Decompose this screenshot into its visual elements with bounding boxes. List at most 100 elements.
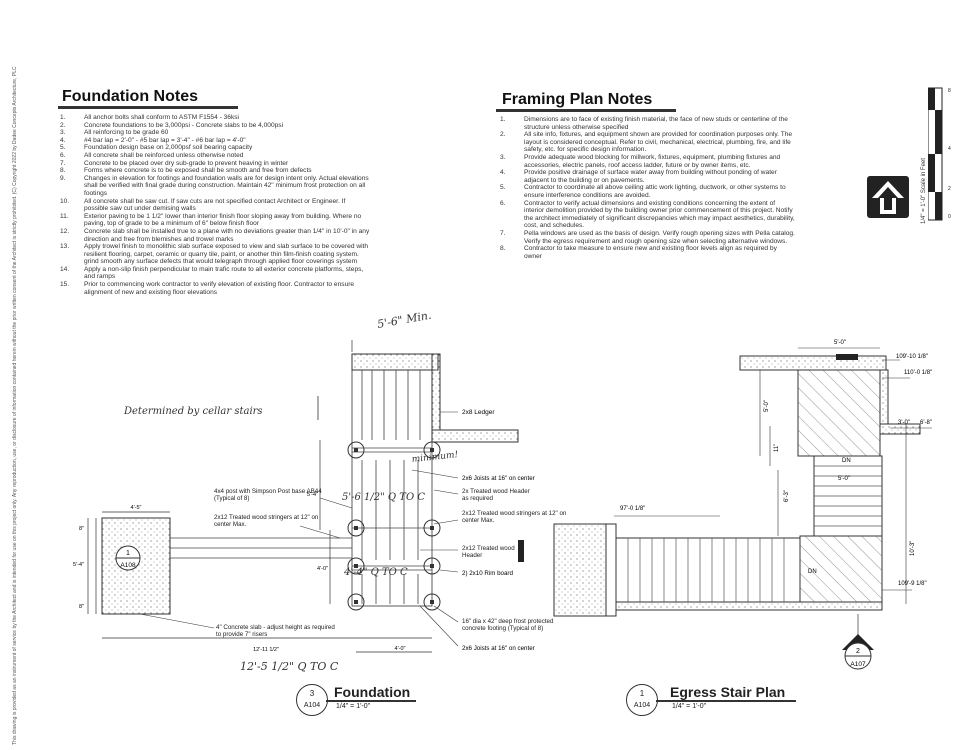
note-number: 3. — [500, 153, 506, 161]
foundation-notes-heading: Foundation Notes — [62, 88, 198, 105]
note-number: 2. — [60, 121, 66, 129]
note-number: 5. — [500, 184, 506, 192]
note-item: 9. Changes in elevation for footings and … — [60, 175, 370, 198]
scale-tick-0: 0 — [948, 214, 951, 220]
dim-right: 4'-0" — [395, 646, 406, 652]
note-text: Exterior paving to be 1 1/2" lower than … — [84, 212, 362, 228]
egress-dn-1: DN — [842, 458, 851, 464]
note-number: 3. — [60, 129, 66, 137]
note-text: Apply trowel finish to monolithic slab s… — [84, 243, 369, 266]
note-item: 12.Concrete slab shall be installed true… — [60, 228, 370, 243]
note-number: 1. — [500, 116, 506, 123]
foundation-notes-list: 1.All anchor bolts shall conform to ASTM… — [60, 114, 370, 296]
handwritten-minimum: minimum! — [411, 450, 459, 465]
foundation-title-circle: 3 A104 — [296, 684, 328, 716]
label-treated-header: 2x12 Treated wood Header — [462, 545, 515, 560]
note-number: 9. — [60, 174, 66, 182]
note-number: 14. — [60, 265, 70, 273]
dim-slab-h2: 8" — [79, 526, 84, 532]
existing-wall-step — [431, 429, 519, 443]
note-item: 2.All site info, fixtures, and equipment… — [500, 131, 796, 154]
framing-notes-heading: Framing Plan Notes — [502, 91, 653, 108]
label-header: 2x Treated wood Header as required — [462, 488, 530, 503]
note-text: Dimensions are to face of existing finis… — [524, 116, 788, 131]
note-text: Forms where concrete is to be exposed sh… — [84, 167, 312, 175]
note-item: 6.All concrete shall be reinforced unles… — [60, 152, 370, 160]
note-text: Contractor to verify actual dimensions a… — [524, 199, 795, 230]
note-item: 10.All concrete shall be saw cut. If saw… — [60, 198, 370, 213]
label-rim-board: 2) 2x10 Rim board — [462, 570, 513, 577]
label-stringers-left: 2x12 Treated wood stringers at 12" on ce… — [214, 514, 319, 529]
note-text: All concrete shall be saw cut. If saw cu… — [84, 197, 346, 213]
note-number: 8. — [500, 245, 506, 253]
framing-notes-list: 1. Dimensions are to face of existing fin… — [500, 116, 796, 260]
note-number: 11. — [60, 212, 69, 220]
note-number: 5. — [60, 144, 66, 152]
note-item: 7.Concrete to be placed over dry sub-gra… — [60, 160, 370, 168]
note-text: Apply a non-slip finish perpendicular to… — [84, 265, 364, 281]
foundation-title-block: 3 A104 Foundation 1/4" = 1'-0" — [296, 684, 436, 716]
label-post: 4x4 post with Simpson Post base AB44 (Ty… — [214, 488, 322, 503]
note-text: Foundation design base on 2,000psf soil … — [84, 144, 253, 152]
label-joists-bottom: 2x6 Joists at 16" on center — [462, 645, 535, 652]
note-text: Provide positive drainage of surface wat… — [524, 169, 777, 184]
note-number: 15. — [60, 281, 70, 289]
egress-lower-stair — [615, 537, 801, 603]
handwritten-qtoc2: 4'-4" Q TO C — [343, 567, 408, 578]
note-text: All site info, fixtures, and equipment s… — [524, 131, 793, 154]
egress-title-ref: A104 — [633, 702, 651, 709]
label-slab: 4" Concrete slab - adjust height as requ… — [216, 624, 335, 639]
foundation-title-num: 3 — [309, 689, 315, 698]
note-text: #4 bar lap = 2'-0" - #5 bar lap = 3'-4" … — [84, 136, 246, 144]
dim-slab-h1: 5'-4" — [73, 562, 84, 568]
scale-bar-segment — [928, 154, 935, 192]
egress-title-block: 1 A104 Egress Stair Plan 1/4" = 1'-0" — [626, 684, 806, 716]
note-text: Contractor to coordinate all above ceili… — [524, 184, 786, 199]
egress-dim-v3: 6'-3" — [784, 490, 790, 502]
note-text: Changes in elevation for footings and fo… — [84, 174, 369, 197]
dim-upper-side: 5'-4" — [307, 492, 318, 498]
handwritten-qtoc3: 12'-5 1/2" Q TO C — [240, 660, 339, 673]
stair-stringers-left — [170, 537, 352, 559]
egress-dim-left: 97'-0 1/8" — [620, 506, 645, 512]
egress-dim-v2: 11" — [774, 444, 780, 452]
existing-wall — [351, 353, 439, 371]
stringers — [352, 370, 432, 604]
note-number: 1. — [60, 114, 66, 121]
note-item: 5. Foundation design base on 2,000psf soi… — [60, 144, 370, 152]
dim-slab-width: 4'-5" — [131, 505, 142, 511]
egress-dim-d2: 110'-0 1/8" — [904, 370, 932, 376]
egress-dim-landing: 5'-0" — [838, 476, 850, 482]
note-item: 3.All reinforcing to be grade 60 — [60, 129, 370, 137]
scale-bar-segment — [935, 192, 942, 220]
framing-notes-rule — [496, 109, 676, 112]
note-item: 8. Contractor to take measure to ensure n… — [500, 245, 796, 260]
scale-bar — [928, 87, 943, 221]
deck-framing-area — [351, 369, 433, 607]
detail-tag-ref: A108 — [120, 562, 136, 569]
header-block — [518, 540, 524, 562]
egress-title-num: 1 — [639, 689, 645, 698]
egress-dim-top: 5'-0" — [834, 340, 846, 346]
note-text: Prior to commencing work contractor to v… — [84, 281, 355, 296]
note-item: 2. Concrete foundations to be 3,000psi - … — [60, 122, 370, 130]
note-text: Concrete foundations to be 3,000psi - Co… — [84, 121, 284, 129]
egress-lower-treads — [627, 538, 785, 602]
note-item: 4.#4 bar lap = 2'-0" - #5 bar lap = 3'-4… — [60, 137, 370, 145]
egress-dim-v4: 10'-3" — [910, 541, 916, 556]
scale-bar-segment — [935, 110, 942, 154]
dim-slab-h3: 8" — [79, 604, 84, 610]
note-text: Contractor to take measure to ensure new… — [524, 245, 777, 260]
scale-bar-segment — [928, 88, 935, 110]
note-item: 4. Provide positive drainage of surface w… — [500, 169, 796, 184]
egress-title: Egress Stair Plan — [670, 684, 786, 700]
foundation-dimension-lines — [87, 340, 432, 653]
egress-upper-treads — [814, 465, 882, 527]
section-tag-num: 2 — [856, 648, 860, 655]
north-arrow-icon — [872, 181, 904, 214]
scale-tick-2: 2 — [948, 186, 951, 192]
note-number: 4. — [500, 169, 506, 177]
foundation-title-scale: 1/4" = 1'-0" — [336, 703, 371, 710]
egress-dim-d4: 6'-8" — [920, 420, 932, 426]
section-tag-ref: A107 — [850, 661, 866, 668]
